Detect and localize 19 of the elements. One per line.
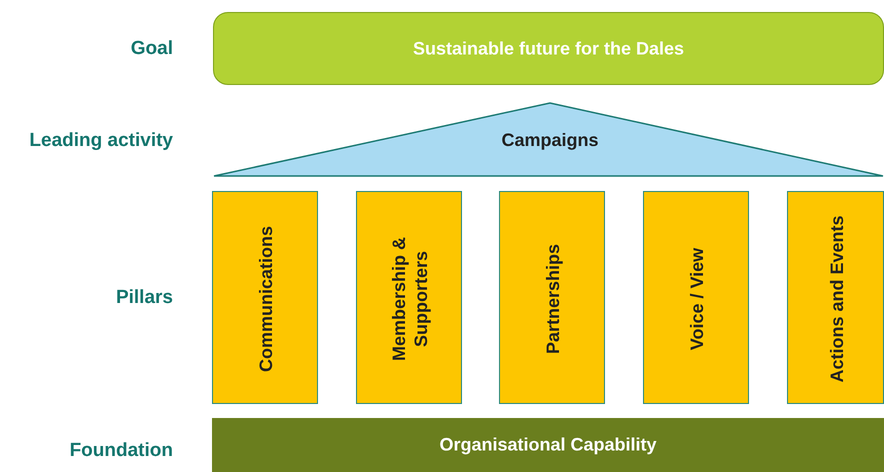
row-label: Goal (130, 38, 173, 60)
row-label: Foundation (70, 440, 173, 462)
pillar-text: Membership & Supporters (388, 235, 432, 363)
pillar-box (499, 191, 605, 404)
row-label: Leading activity (29, 130, 173, 152)
foundation-bar (212, 418, 884, 472)
pillar-box (356, 191, 462, 404)
goal-box (213, 12, 884, 85)
pillar-text: Communications (255, 224, 277, 374)
pillar-text: Partnerships (542, 242, 564, 356)
goal-text: Sustainable future for the Dales (412, 38, 686, 59)
row-label: Pillars (116, 287, 173, 309)
pillar-box (643, 191, 749, 404)
foundation-text: Organisational Capability (438, 434, 658, 456)
pillar-text: Actions and Events (826, 214, 848, 384)
pillar-box (212, 191, 318, 404)
pillar-box (787, 191, 884, 404)
pillar-text: Voice / View (686, 246, 708, 352)
roof-text: Campaigns (500, 130, 600, 151)
